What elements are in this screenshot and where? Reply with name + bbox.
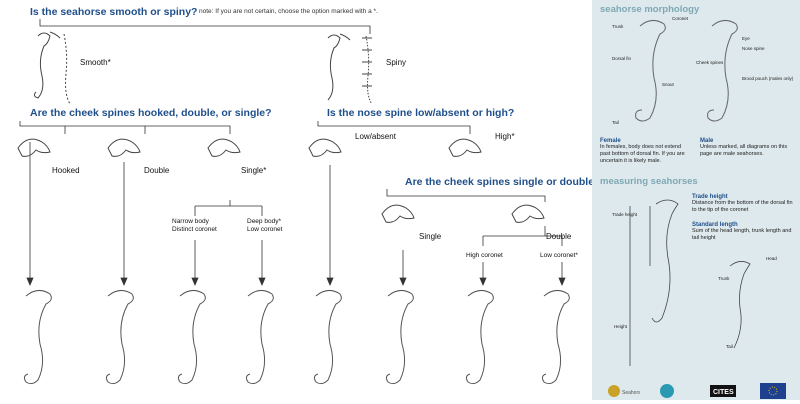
info-panel: seahorse morphology Trunk Coronet Dorsal… [592, 0, 800, 400]
head-low-absent-sketch [308, 138, 342, 157]
tree-line-q3 [317, 121, 471, 134]
seahorse-spiny-sketch [327, 33, 373, 105]
head-high-sketch [448, 138, 482, 157]
question-smooth-or-spiny: Is the seahorse smooth or spiny? [30, 6, 198, 18]
seahorse-species-row [23, 290, 570, 385]
morph-label-cheek-spines: Cheek spines [696, 60, 724, 65]
morphology-title: seahorse morphology [600, 4, 700, 15]
measure-label-height: Height [614, 324, 628, 329]
morph-label-brood-pouch: Brood pouch (males only) [742, 76, 794, 81]
label-deep-body: Deep body*Low coronet [247, 218, 283, 233]
logo-iseahorse [652, 383, 682, 399]
head-single-sketch [207, 138, 241, 157]
morph-label-dorsal-fin: Dorsal fin [612, 56, 632, 61]
seahorse-drawing-4 [245, 290, 274, 385]
svg-text:CITES: CITES [713, 389, 734, 396]
logo-project-seahorse: Seahorse [606, 383, 644, 399]
head-double-sketch [107, 138, 141, 157]
label-double: Double [144, 166, 170, 175]
seahorse-drawing-8 [541, 290, 570, 385]
label-smooth: Smooth* [80, 58, 111, 67]
trade-height-note: Trade height Distance from the bottom of… [692, 194, 793, 213]
question-note: note: If you are not certain, choose the… [199, 8, 378, 15]
label-low-coronet-star: Low coronet* [540, 252, 578, 259]
seahorse-drawing-2 [105, 290, 134, 385]
label-high-coronet: High coronet [466, 252, 503, 259]
measure-label-tail: Tail [726, 344, 733, 349]
measuring-title: measuring seahorses [600, 176, 698, 187]
seahorse-drawing-1 [23, 290, 52, 385]
measure-label-trunk: Trunk [718, 276, 730, 281]
head-double-q4-sketch [511, 204, 545, 223]
label-high-star: High* [495, 132, 515, 141]
female-note: Female In females, body does not extend … [600, 138, 685, 164]
question-cheek-spines: Are the cheek spines hooked, double, or … [30, 107, 272, 119]
standard-length-note: Standard length Sum of the head length, … [692, 222, 792, 241]
head-hooked-sketch [17, 138, 51, 157]
tree-line-q4 [386, 189, 546, 202]
measure-label-trade-height: Trade height [612, 212, 638, 217]
morph-label-tail: Tail [612, 120, 619, 125]
seahorse-smooth-sketch [33, 31, 71, 105]
decision-tree-lines [19, 19, 566, 287]
measure-label-head: Head [766, 256, 777, 261]
morph-label-nose-spine: Nose spine [742, 46, 765, 51]
seahorse-drawing-6 [385, 290, 414, 385]
logo-cites: CITES [710, 383, 736, 399]
tree-line-q2 [19, 121, 231, 134]
seahorse-drawing-5 [313, 290, 342, 385]
tree-line-q1 [39, 19, 371, 34]
svg-text:Seahorse: Seahorse [622, 390, 640, 396]
question-nose-spine: Is the nose spine low/absent or high? [327, 107, 515, 119]
morphology-diagram [635, 20, 738, 122]
morph-label-eye: Eye [742, 36, 750, 41]
label-hooked: Hooked [52, 166, 80, 175]
morph-label-coronet: Coronet [672, 16, 689, 21]
label-single-star: Single* [241, 166, 267, 175]
label-low-absent: Low/absent [355, 132, 396, 141]
morph-label-snout: Snout [662, 82, 674, 87]
seahorse-drawing-7 [465, 290, 494, 385]
morph-label-trunk: Trunk [612, 24, 624, 29]
male-note: Male Unless marked, all diagrams on this… [700, 138, 788, 157]
label-single: Single [419, 232, 442, 241]
label-double-q4: Double [546, 232, 572, 241]
head-single-q4-sketch [381, 204, 415, 223]
label-spiny: Spiny [386, 58, 407, 67]
seahorse-drawing-3 [177, 290, 206, 385]
question-cheek-single-double: Are the cheek spines single or double? [405, 176, 601, 188]
logo-eu [760, 383, 786, 399]
measuring-diagram [629, 199, 751, 366]
